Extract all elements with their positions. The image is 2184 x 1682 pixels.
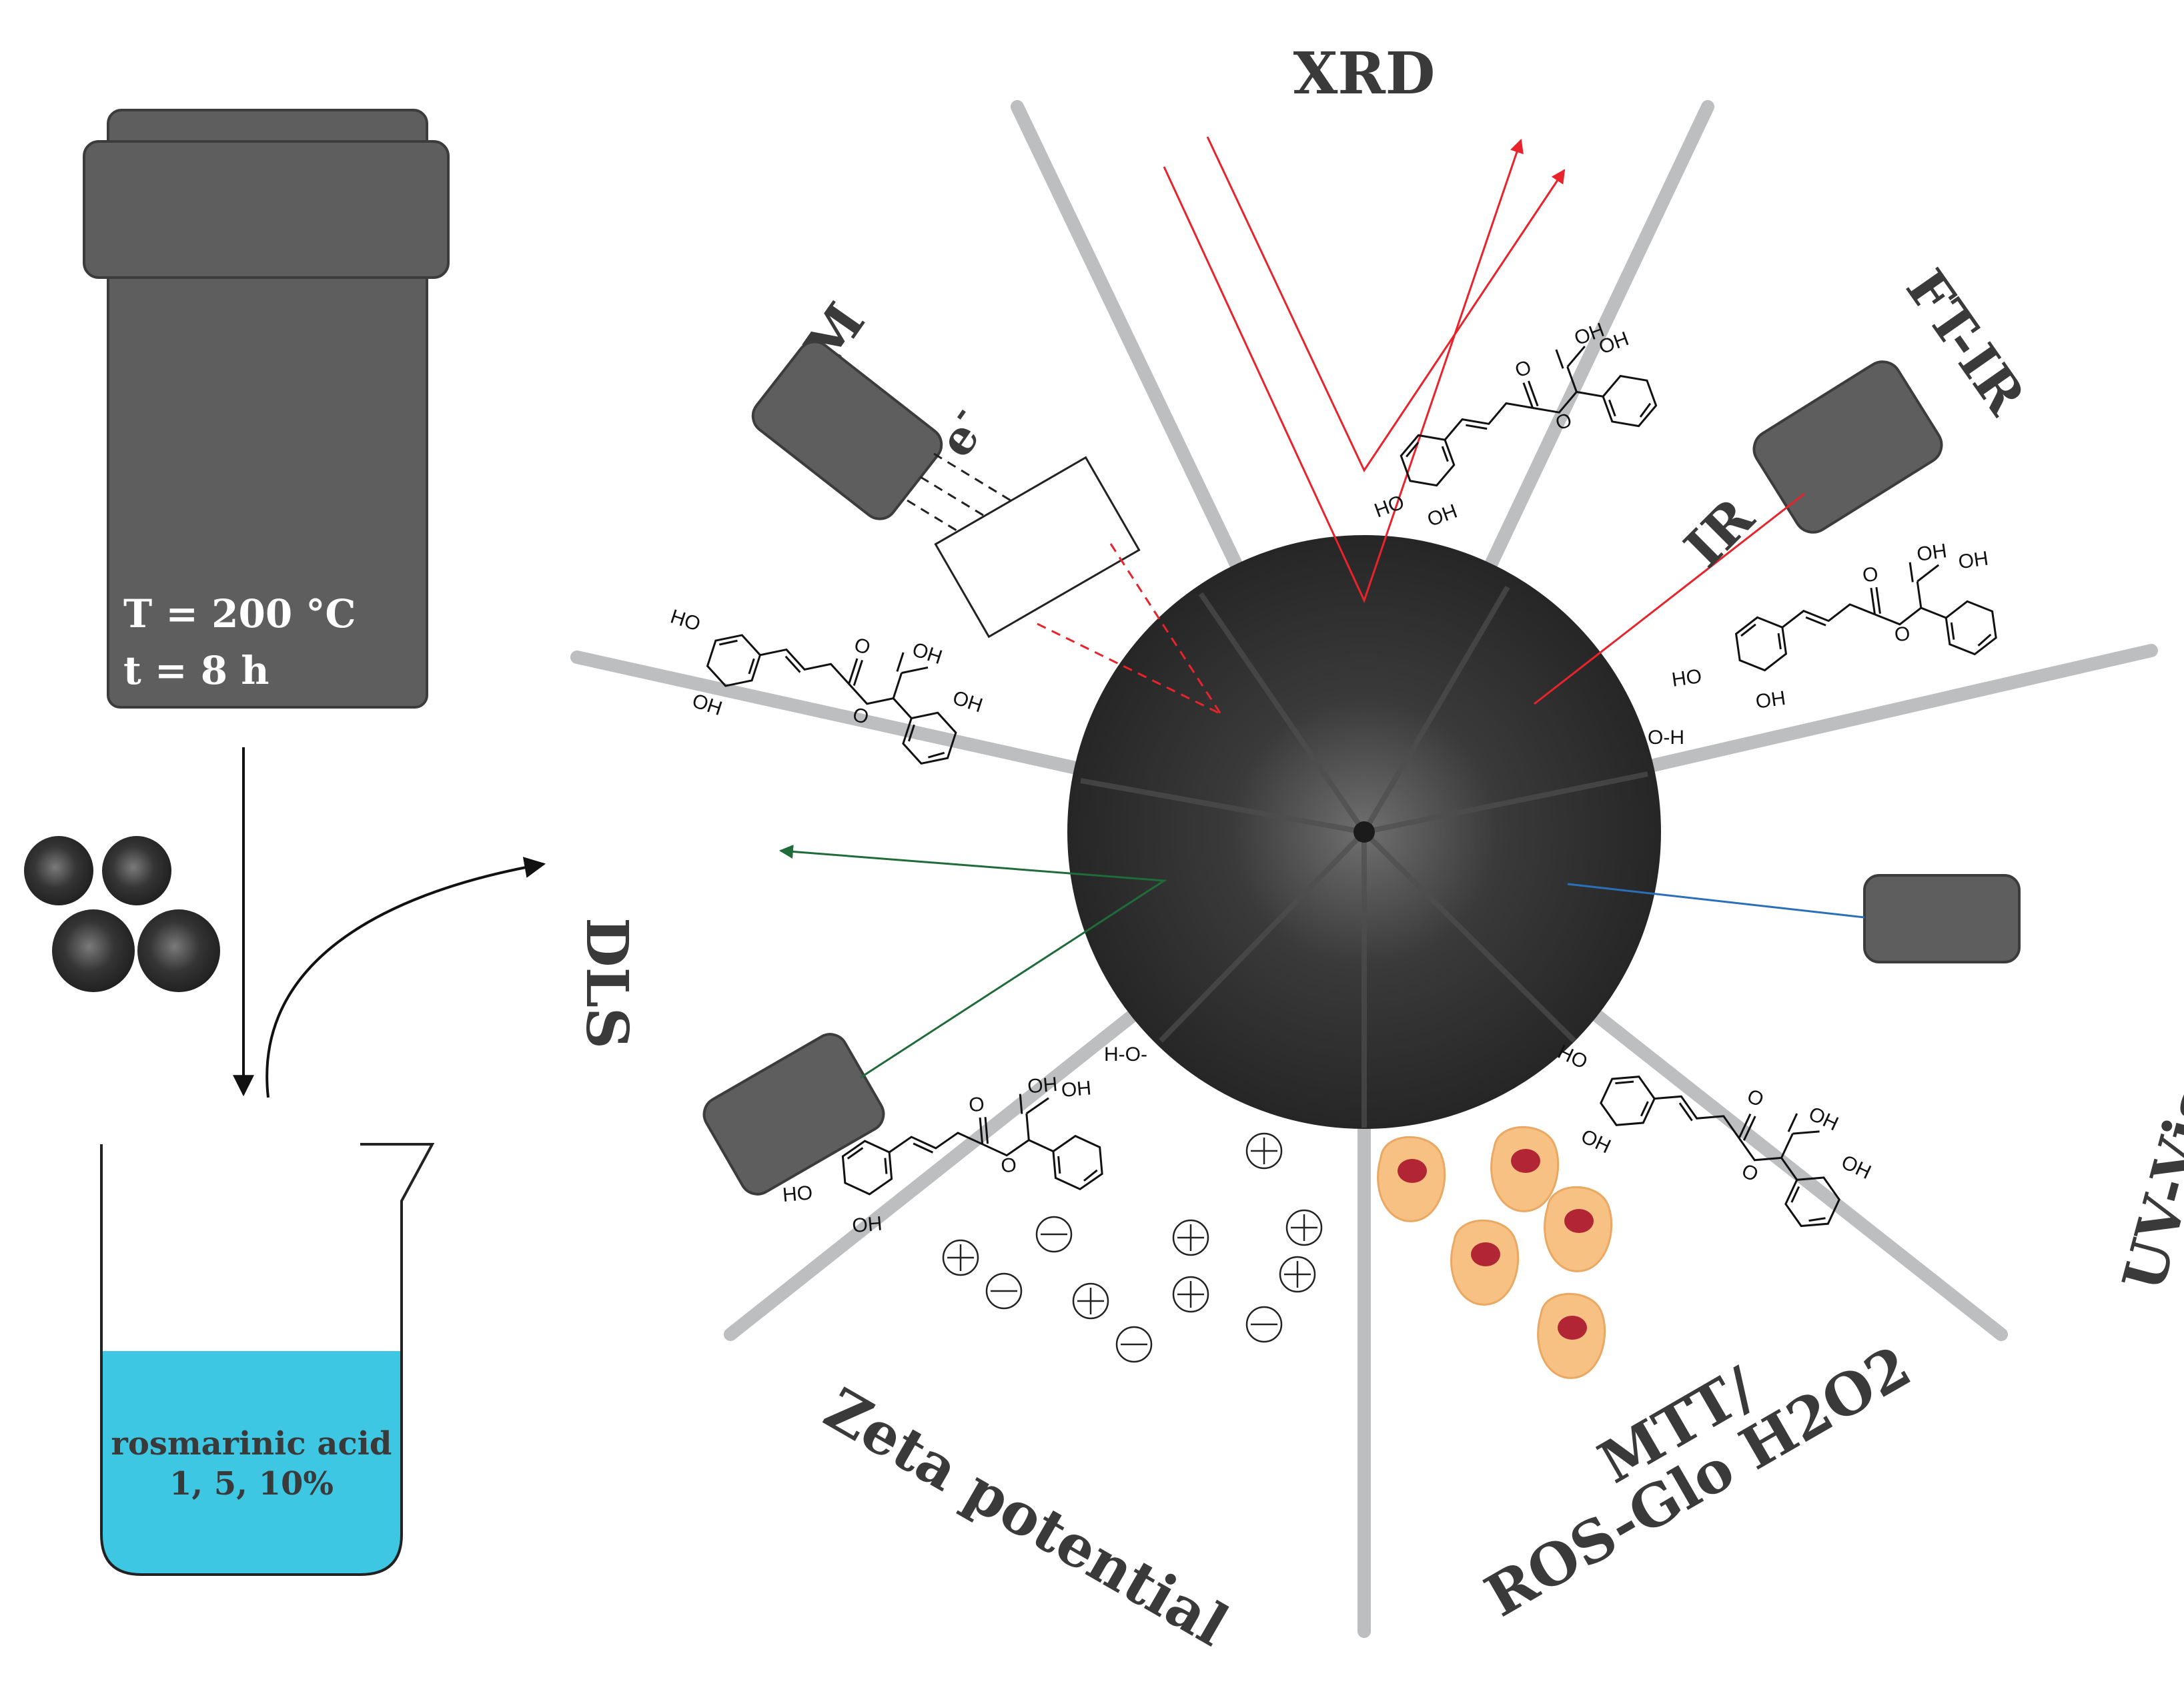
- charge-plus: [1245, 1132, 1283, 1170]
- molecule-left: HO OH O OH O OH: [668, 595, 985, 772]
- dls-device: [702, 1033, 885, 1196]
- charge-plus: [1172, 1276, 1209, 1313]
- temperature-label: T = 200 °C: [123, 591, 356, 637]
- sem-dashed-red: [1037, 543, 1222, 715]
- beaker-label-line1: rosmarinic acid: [111, 1425, 392, 1462]
- svg-text:HO: HO: [782, 1182, 814, 1206]
- svg-text:O: O: [1861, 563, 1880, 587]
- cell: [1490, 1126, 1560, 1212]
- sem-device: [751, 340, 943, 520]
- svg-text:OH: OH: [1805, 1103, 1842, 1136]
- svg-text:O: O: [1744, 1085, 1767, 1112]
- charge-plus: [1285, 1209, 1323, 1246]
- svg-text:O: O: [1512, 356, 1534, 382]
- autoclave-body: [107, 259, 428, 709]
- xrd-rays: [1163, 136, 1566, 604]
- beaker-liquid: [101, 1351, 402, 1575]
- svg-text:OH: OH: [1754, 687, 1787, 713]
- svg-text:O: O: [851, 634, 873, 660]
- charge-minus: [985, 1272, 1023, 1310]
- time-label: t = 8 h: [123, 648, 269, 693]
- molecule-right: HO OH O OH O OH: [1670, 540, 1999, 713]
- svg-text:O: O: [1738, 1160, 1762, 1186]
- charge-plus: [1172, 1219, 1209, 1256]
- autoclave-lid: [83, 140, 450, 279]
- svg-text:OH: OH: [1061, 1077, 1093, 1102]
- cell: [1450, 1219, 1520, 1306]
- svg-text:O: O: [968, 1093, 985, 1116]
- cells: [1377, 1126, 1613, 1379]
- svg-text:O: O: [1000, 1154, 1017, 1178]
- ftir-device: [1752, 360, 1943, 534]
- svg-text:O: O: [1893, 622, 1912, 647]
- svg-text:OH: OH: [1957, 548, 1990, 574]
- charge-plus: [942, 1239, 979, 1276]
- beaker-outline: [100, 1143, 435, 1576]
- svg-text:OH: OH: [909, 639, 945, 669]
- molecule-bottom-left: HO OH O OH O OH: [782, 1074, 1105, 1237]
- beaker-label-line2: 1, 5, 10%: [169, 1465, 334, 1503]
- svg-text:HO: HO: [1670, 665, 1703, 691]
- xrd-label: XRD: [1293, 40, 1436, 107]
- beaker: rosmarinic acid 1, 5, 10%: [100, 1143, 435, 1576]
- hbond-bottom: H-O-: [1104, 1043, 1147, 1066]
- spokes: [570, 100, 2158, 1638]
- svg-text:OH: OH: [851, 1212, 883, 1237]
- ir-beam: [1534, 492, 1805, 705]
- charge-plus: [1279, 1256, 1316, 1293]
- cell: [1377, 1136, 1446, 1222]
- cell: [1544, 1186, 1613, 1272]
- central-nanoparticle: [1067, 535, 1661, 1129]
- uvvis-label: UV-Vis spectroscopy: [2110, 655, 2184, 1298]
- uvvis-beam: [1567, 883, 1865, 919]
- ir-label: IR: [1672, 486, 1766, 579]
- autoclave: T = 200 °C t = 8 h: [83, 109, 450, 709]
- svg-text:OH: OH: [1838, 1151, 1874, 1184]
- svg-text:OH: OH: [950, 687, 985, 717]
- svg-text:HO: HO: [668, 606, 703, 636]
- dls-beam: [778, 845, 1167, 1079]
- sem-sample: [934, 456, 1141, 639]
- zeta-charges: [942, 1132, 1323, 1363]
- uvvis-device: [1863, 874, 2021, 963]
- synthesis-arrow-curve: [265, 857, 546, 1098]
- charge-minus: [1035, 1216, 1073, 1253]
- svg-text:OH: OH: [1915, 540, 1948, 566]
- svg-text:OH: OH: [1424, 500, 1460, 531]
- charge-plus: [1072, 1282, 1109, 1320]
- svg-text:OH: OH: [1578, 1126, 1614, 1158]
- dls-label: DLS: [573, 917, 640, 1049]
- svg-text:HO: HO: [1372, 491, 1408, 522]
- charge-minus: [1245, 1306, 1283, 1343]
- molecule-top: HO OH O OH O OH: [1372, 319, 1662, 531]
- hbond-right: O-H: [1648, 727, 1684, 749]
- nanoparticles-cluster: [24, 836, 220, 992]
- svg-text:OH: OH: [1027, 1074, 1059, 1098]
- charge-minus: [1115, 1326, 1153, 1363]
- cell: [1537, 1292, 1606, 1379]
- zeta-label: Zeta potential: [814, 1375, 1239, 1660]
